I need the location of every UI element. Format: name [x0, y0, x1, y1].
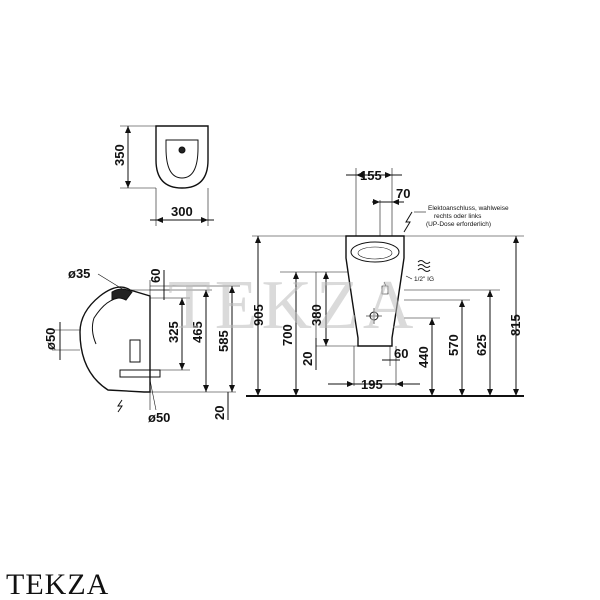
top-view: 350 300	[112, 125, 214, 226]
dim-60-front: 60	[394, 346, 408, 361]
dim-380: 380	[309, 304, 324, 326]
dim-60-side: 60	[148, 269, 163, 283]
dim-300: 300	[171, 204, 193, 219]
water-supply-icon	[417, 260, 431, 272]
lightning-bolt-icon	[117, 399, 123, 413]
note-line-3: (UP-Dose erforderlich)	[426, 221, 491, 228]
brand-logo-text: TEKZA	[6, 568, 109, 600]
dim-70: 70	[396, 186, 410, 201]
sensor-box-icon	[381, 281, 389, 295]
urinal-bowl-rim	[350, 241, 400, 263]
dim-905: 905	[251, 304, 266, 326]
side-view: ø35 60 325 465 585 ø50 ø50	[43, 266, 240, 425]
dim-dia50-left: ø50	[43, 328, 58, 350]
dim-dia50-bottom: ø50	[148, 410, 170, 425]
outlet-pipe	[119, 369, 161, 378]
note-line-1: Elektoanschluss, wahlweise	[428, 205, 509, 212]
dim-155: 155	[360, 168, 382, 183]
dim-195: 195	[361, 377, 383, 392]
lightning-bolt-icon	[403, 211, 413, 233]
dim-465: 465	[190, 321, 205, 343]
dim-700: 700	[280, 324, 295, 346]
dim-585: 585	[216, 330, 231, 352]
top-view-outline	[155, 125, 209, 189]
note-line-2: rechts oder links	[434, 213, 482, 220]
watermark: TEKZA	[168, 267, 417, 344]
top-view-bowl	[165, 139, 199, 179]
dim-dia35: ø35	[68, 266, 90, 281]
dim-570: 570	[446, 334, 461, 356]
dim-625: 625	[474, 334, 489, 356]
dim-20-side: 20	[212, 406, 227, 420]
dim-440: 440	[416, 346, 431, 368]
drain-hole-icon	[178, 146, 186, 154]
dim-815: 815	[508, 314, 523, 336]
pipe-size-label: 1/2" IG	[414, 276, 434, 283]
front-view: 155 70 Elektoanschluss, wahlweise rechts…	[246, 168, 524, 397]
dim-325: 325	[166, 321, 181, 343]
urinal-front-outline	[345, 235, 405, 347]
dim-350: 350	[112, 144, 127, 166]
inlet-fitting-icon	[111, 288, 133, 301]
dim-20-front: 20	[300, 352, 315, 366]
